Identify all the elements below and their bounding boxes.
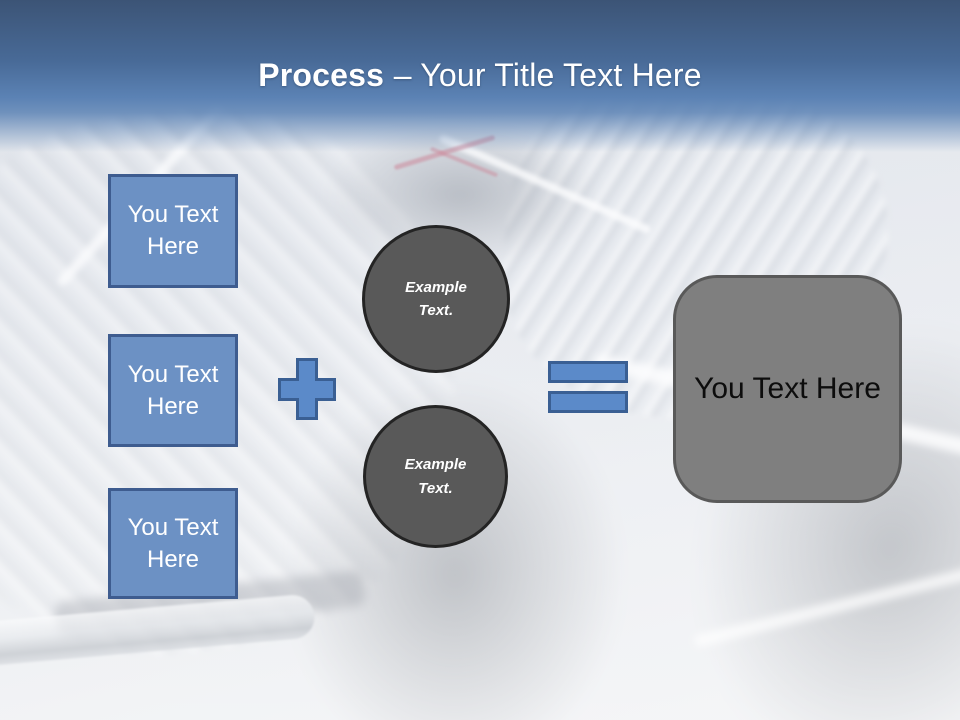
slide-title: Process– Your Title Text Here — [0, 55, 960, 95]
step-box-1[interactable]: You Text Here — [108, 174, 238, 288]
slide-title-keyword: Process — [258, 57, 385, 93]
title-band — [0, 0, 960, 152]
equals-icon — [548, 361, 628, 413]
slide-title-subtitle: – Your Title Text Here — [393, 57, 702, 93]
step-box-2[interactable]: You Text Here — [108, 334, 238, 447]
example-circle-2[interactable]: Example Text. — [363, 405, 508, 548]
example-circle-1[interactable]: Example Text. — [362, 225, 510, 373]
example-circle-2-label: Example Text. — [404, 456, 467, 497]
plus-icon — [278, 358, 336, 420]
result-box[interactable]: You Text Here — [673, 275, 902, 503]
step-box-3[interactable]: You Text Here — [108, 488, 238, 599]
example-circle-1-label: Example Text. — [405, 278, 467, 319]
step-box-3-label: You Text Here — [127, 513, 219, 573]
step-box-1-label: You Text Here — [127, 201, 219, 260]
step-box-2-label: You Text Here — [127, 360, 219, 420]
result-box-label: You Text Here — [694, 372, 881, 405]
equals-bar-top — [548, 361, 628, 383]
equals-bar-bottom — [548, 391, 628, 413]
